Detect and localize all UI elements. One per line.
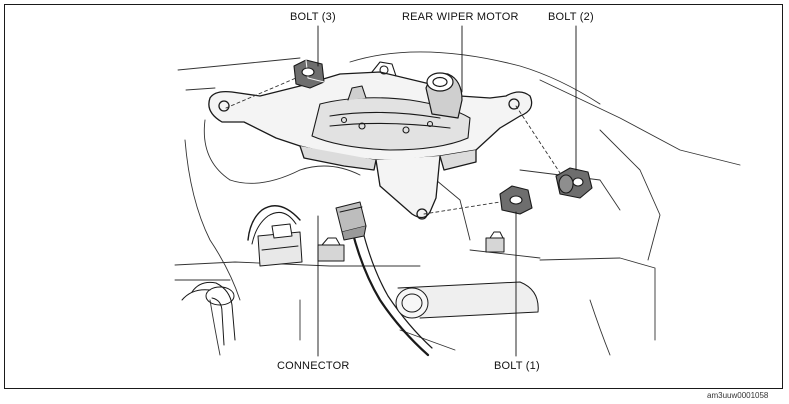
lower-duct <box>395 281 539 319</box>
motor-pivot <box>425 72 463 119</box>
label-bolt-2: BOLT (2) <box>548 11 594 23</box>
washer-hose <box>181 281 236 346</box>
bolt-3-part <box>293 59 325 89</box>
label-connector: CONNECTOR <box>277 360 350 372</box>
label-bolt-1: BOLT (1) <box>494 360 540 372</box>
install-guide-lines <box>225 77 563 215</box>
bolt-2-part <box>555 167 593 199</box>
leader-lines <box>317 25 577 357</box>
connector-body <box>335 201 367 241</box>
bolt-1-part <box>499 185 533 215</box>
harness-cable <box>350 228 430 357</box>
label-rear-wiper-motor: REAR WIPER MOTOR <box>402 11 519 23</box>
label-bolt-3: BOLT (3) <box>290 11 336 23</box>
figure-frame <box>4 4 783 389</box>
left-cable <box>247 205 301 241</box>
left-connector-block <box>257 223 303 267</box>
panel-clip-2 <box>485 231 505 253</box>
body-panel-lines <box>174 51 741 356</box>
figure-code: am3uuw0001058 <box>707 391 769 400</box>
motor-body <box>311 61 471 151</box>
